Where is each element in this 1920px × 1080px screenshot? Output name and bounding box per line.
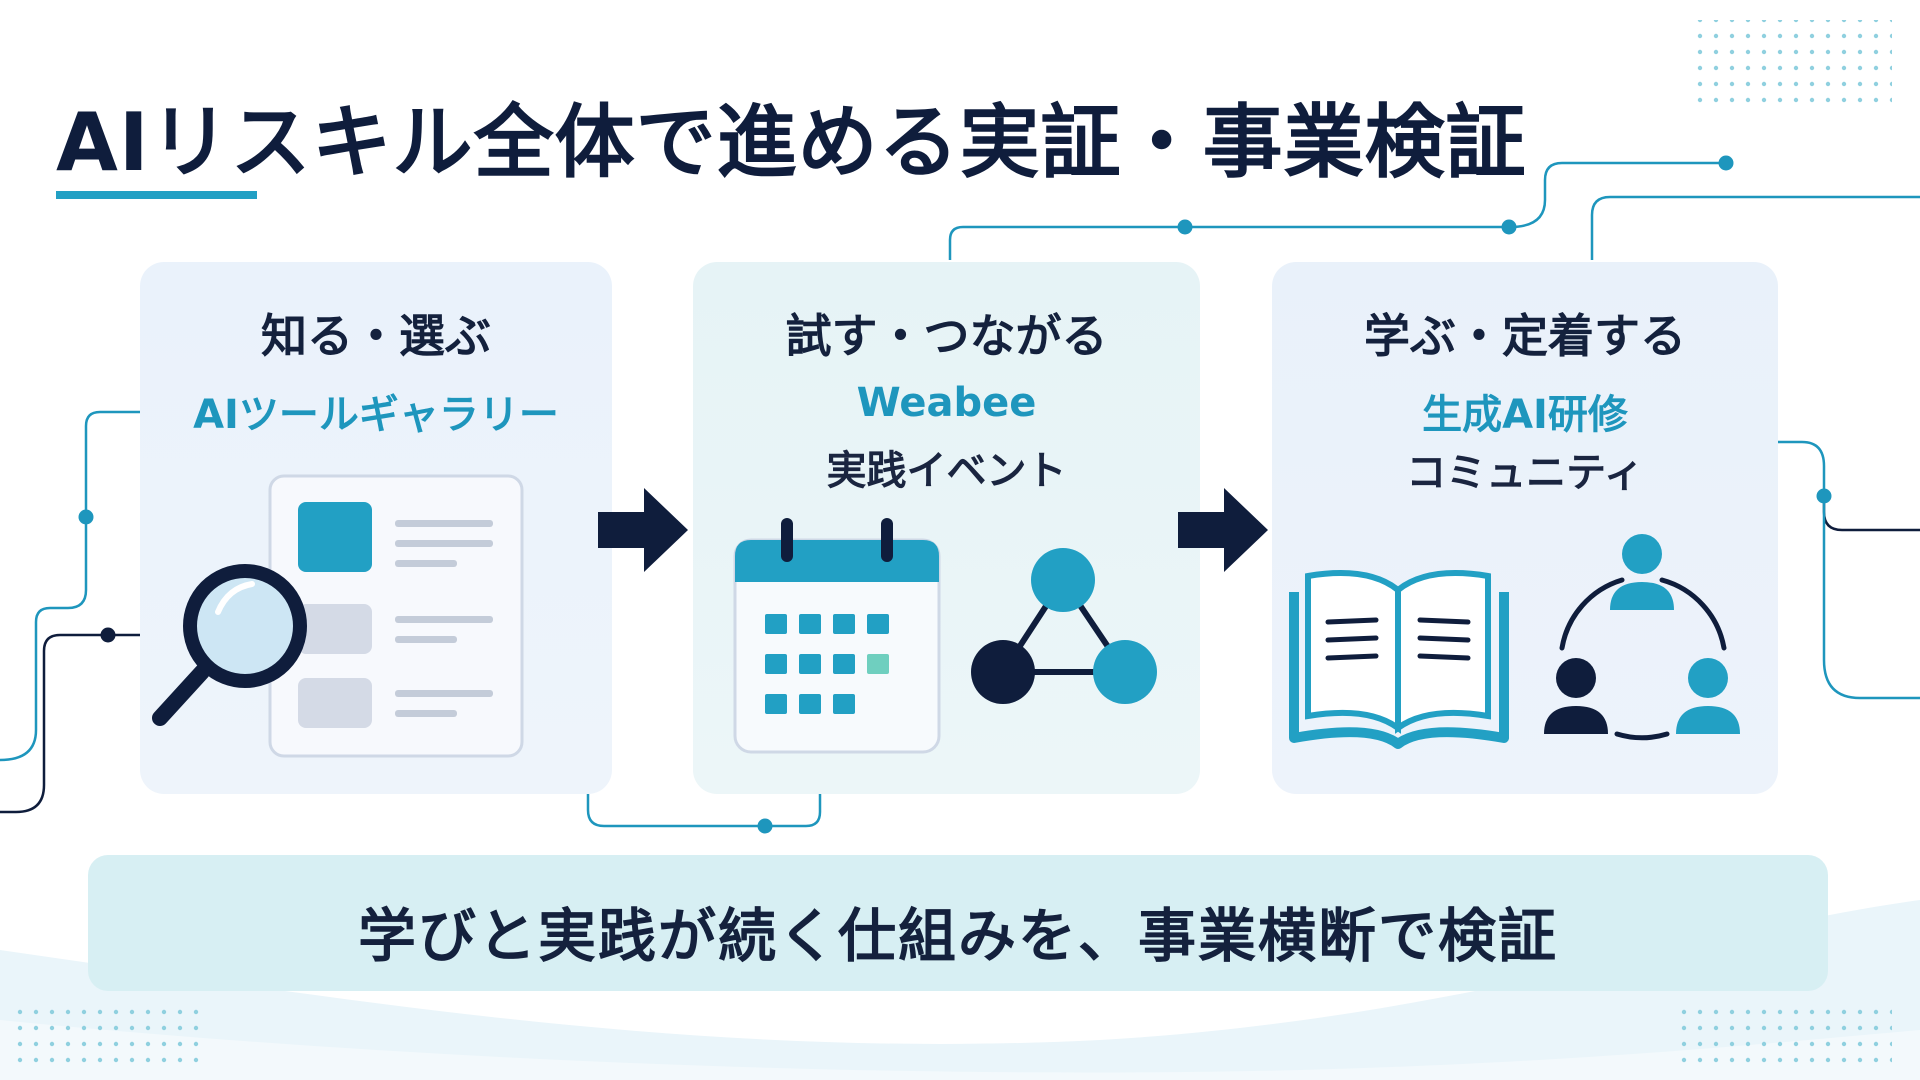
learning-illustration xyxy=(1289,534,1740,749)
card-subtitle-brand: Weabee xyxy=(856,380,1037,426)
summary-banner: 学びと実践が続く仕組みを、事業横断で検証 xyxy=(88,855,1828,991)
card-subtitle-accent: 生成AI研修 xyxy=(1422,392,1628,438)
magnifier-icon xyxy=(152,564,307,726)
card-subtitle: コミュニティ xyxy=(1406,450,1644,496)
card-subtitle: 実践イベント xyxy=(826,448,1067,494)
event-illustration xyxy=(733,518,1157,754)
open-book-icon xyxy=(1289,570,1509,749)
banner-text: 学びと実践が続く仕組みを、事業横断で検証 xyxy=(357,902,1558,970)
card-heading: 知る・選ぶ xyxy=(261,309,491,363)
card-heading: 試す・つながる xyxy=(785,309,1108,363)
calendar-icon xyxy=(733,518,941,754)
dot-grid-bottom-left xyxy=(14,1006,204,1066)
community-cycle-icon xyxy=(1544,534,1740,741)
network-triangle-icon xyxy=(971,548,1157,704)
bottom-wave xyxy=(0,900,1920,1080)
arrow-right-icon xyxy=(1178,488,1268,572)
step-card-try-connect: 試す・つながる Weabee 実践イベント xyxy=(693,262,1200,794)
arrow-right-icon xyxy=(598,488,688,572)
dot-grid-bottom-right xyxy=(1672,1008,1892,1070)
step-card-know-choose: 知る・選ぶ AIツールギャラリー xyxy=(140,262,612,794)
list-document-icon xyxy=(268,474,524,758)
card-subtitle: AIツールギャラリー xyxy=(193,392,559,438)
tool-gallery-illustration xyxy=(152,474,524,758)
card-heading: 学ぶ・定着する xyxy=(1364,309,1686,363)
step-card-learn-establish: 学ぶ・定着する 生成AI研修 コミュニティ xyxy=(1272,262,1778,794)
title-underline xyxy=(56,191,257,199)
dot-grid-top-right xyxy=(1692,20,1892,104)
page-title: AIリスキル全体で進める実証・事業検証 xyxy=(56,96,1527,189)
